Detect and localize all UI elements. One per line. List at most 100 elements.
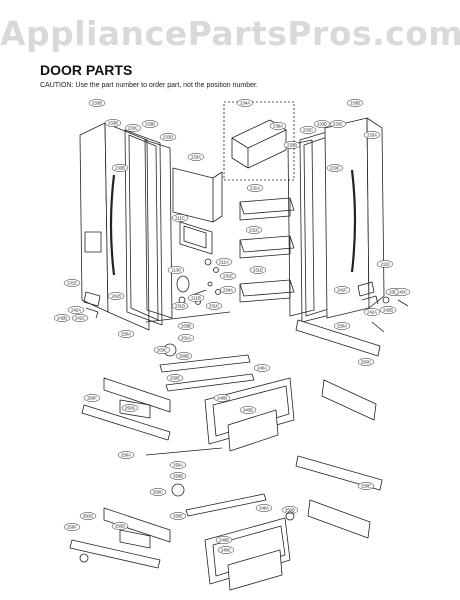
callout: 231D [171, 302, 189, 310]
callout: 233B [283, 141, 301, 149]
upper-drawer-bracket-right [321, 379, 377, 421]
svg-text:203C: 203C [157, 348, 167, 353]
callout: 240A [255, 504, 273, 512]
lower-crisper-drawer [204, 517, 291, 591]
svg-text:242A: 242A [367, 310, 377, 315]
callout: 250C [357, 358, 375, 366]
upper-drawer-rod [145, 311, 231, 323]
svg-text:2418: 2418 [111, 294, 121, 299]
svg-text:211B: 211B [191, 296, 201, 301]
callout: 250E [166, 374, 184, 382]
callout: 250A [333, 322, 351, 330]
callout: 240C [217, 546, 235, 554]
upper-right-slide-rail [295, 319, 381, 357]
svg-text:240C: 240C [221, 548, 231, 553]
svg-text:242A: 242A [71, 308, 81, 313]
callout: 231C [205, 302, 223, 310]
svg-text:242C: 242C [397, 290, 407, 295]
svg-text:250E: 250E [361, 484, 371, 489]
right-fasteners [79, 296, 409, 563]
right-hinge [357, 281, 385, 333]
left-door-liner [144, 139, 173, 319]
lower-right-slide-rail [295, 455, 383, 491]
svg-text:233C: 233C [330, 166, 340, 171]
callout: 201A [177, 334, 195, 342]
caution-note: CAUTION: Use the part number to order pa… [40, 82, 258, 89]
svg-text:250A: 250A [121, 332, 131, 337]
svg-text:240B: 240B [219, 538, 229, 543]
callout: 231E [219, 272, 237, 280]
left-door-gasket [124, 129, 163, 326]
callout: 250B [175, 352, 193, 360]
lower-drawer-rod [145, 447, 223, 456]
svg-text:233B: 233B [145, 122, 155, 127]
callout: 242B [379, 306, 397, 314]
callout: 233A [363, 131, 381, 139]
callout: 241F [333, 286, 351, 294]
svg-text:241F: 241F [337, 288, 347, 293]
callout: 211B [187, 294, 205, 302]
callout: 211A [215, 258, 233, 266]
lower-left-slide-rail [69, 507, 171, 569]
svg-text:211A: 211A [219, 260, 229, 265]
svg-text:2130: 2130 [171, 268, 181, 273]
callout: 239A [269, 122, 287, 130]
callout: 250B [169, 472, 187, 480]
callout-labels: 233B 233B 233C 233B 233D 234A 233C 233B … [53, 99, 411, 554]
svg-text:2110: 2110 [380, 262, 390, 267]
svg-text:233B: 233B [115, 166, 125, 171]
callout: 250G [121, 404, 139, 412]
svg-text:233D: 233D [317, 122, 327, 127]
callout: 2418 [107, 292, 125, 300]
svg-text:240B: 240B [217, 396, 227, 401]
svg-text:250C: 250C [153, 490, 163, 495]
svg-text:233C: 233C [128, 126, 138, 131]
svg-text:250A: 250A [121, 453, 131, 458]
svg-text:250D: 250D [115, 524, 125, 529]
callout: 250F [63, 523, 81, 531]
left-door [79, 122, 150, 331]
svg-text:240D: 240D [243, 408, 253, 413]
callout: 242A [67, 306, 85, 314]
lower-drawer-bracket-right [307, 499, 371, 539]
callout: 233D [313, 120, 331, 128]
callout: 250A [169, 461, 187, 469]
svg-text:250B: 250B [179, 354, 189, 359]
svg-text:234A: 234A [240, 101, 250, 106]
svg-text:231C: 231C [209, 304, 219, 309]
svg-text:250D: 250D [285, 508, 295, 513]
svg-text:240A: 240A [257, 366, 267, 371]
dispenser-housing [172, 167, 223, 223]
svg-text:211C: 211C [175, 216, 185, 221]
upper-crisper-frame [159, 354, 255, 392]
svg-text:233B: 233B [287, 143, 297, 148]
callout: 2130 [167, 266, 185, 274]
callout: 250C [149, 488, 167, 496]
callout: 231A [246, 184, 264, 192]
callout: 233C [329, 120, 347, 128]
svg-text:231D: 231D [175, 304, 185, 309]
callout: 242C [71, 314, 89, 322]
svg-text:250E: 250E [170, 376, 180, 381]
svg-text:250A: 250A [337, 324, 347, 329]
svg-text:242B: 242B [57, 316, 67, 321]
callout: 234A [219, 286, 237, 294]
ice-chute [179, 221, 213, 255]
callout: 2110 [376, 260, 394, 268]
callout: 211C [171, 214, 189, 222]
svg-text:250C: 250C [361, 360, 371, 365]
svg-text:250F: 250F [87, 396, 97, 401]
callout: 231E [63, 279, 81, 287]
page-title: DOOR PARTS [40, 62, 133, 78]
callout: 233B [346, 99, 364, 107]
left-hinge [83, 291, 101, 319]
svg-text:250G: 250G [83, 514, 93, 519]
upper-left-slide-rail [81, 377, 171, 441]
callout: 233B [104, 119, 122, 127]
svg-text:233A: 233A [367, 133, 377, 138]
svg-text:233C: 233C [333, 122, 343, 127]
callout: 250F [83, 394, 101, 402]
svg-text:233C: 233C [303, 128, 313, 133]
callout: 250A [117, 330, 135, 338]
svg-text:233B: 233B [92, 101, 102, 106]
